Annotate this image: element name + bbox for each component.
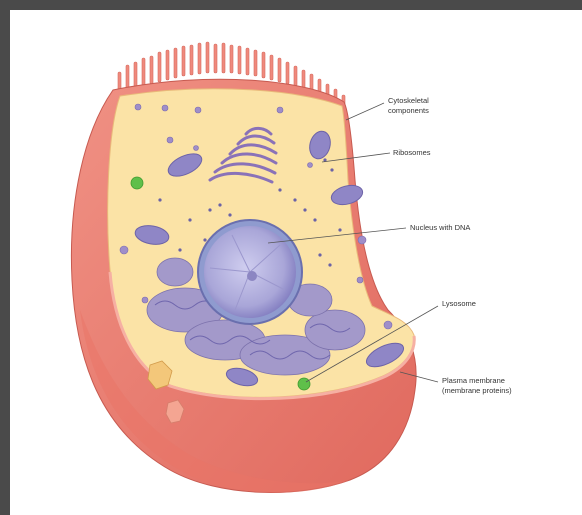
label-ribosomes: Ribosomes [393,148,431,158]
label-lysosome: Lysosome [442,299,476,309]
label-cytoskeletal-components: Cytoskeletal components [388,96,429,116]
nucleus [198,220,302,324]
figure-frame: Cytoskeletal components Ribosomes Nucleu… [10,10,582,515]
leader-cytoskeletal [346,103,384,120]
label-cytoskeletal-line1: Cytoskeletal [388,96,429,106]
cell-diagram [10,10,582,515]
label-plasma-membrane: Plasma membrane (membrane proteins) [442,376,512,396]
label-nucleus: Nucleus with DNA [410,223,470,233]
label-plasma-line1: Plasma membrane [442,376,512,386]
label-cytoskeletal-line2: components [388,106,429,116]
label-plasma-line2: (membrane proteins) [442,386,512,396]
